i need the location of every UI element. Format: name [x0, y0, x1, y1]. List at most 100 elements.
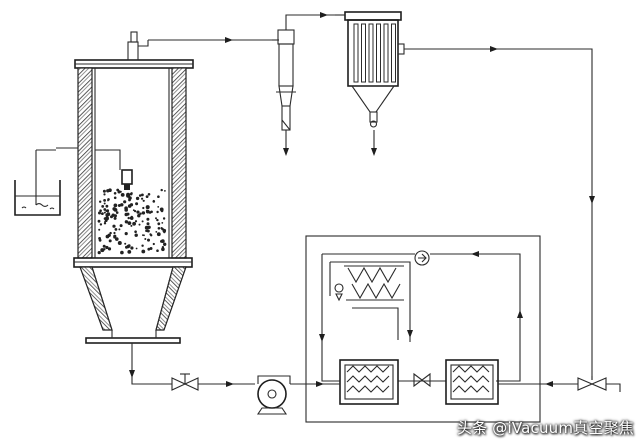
powder-particle — [159, 207, 164, 212]
powder-particle — [113, 234, 117, 238]
powder-particle — [141, 211, 146, 215]
powder-particle — [155, 217, 157, 220]
powder-particle — [157, 222, 161, 226]
powder-particle — [103, 217, 107, 220]
powder-particle — [119, 224, 123, 228]
powder-particle — [142, 206, 145, 210]
powder-particle — [156, 210, 159, 214]
powder-particle — [144, 238, 147, 240]
filter-bag — [353, 23, 359, 83]
powder-particle — [141, 193, 144, 197]
powder-particle — [120, 203, 124, 207]
powder-particle — [103, 211, 106, 214]
feed-tank — [14, 149, 61, 216]
powder-particle — [155, 231, 158, 233]
compressor — [414, 250, 430, 266]
powder-particle — [146, 217, 150, 221]
powder-particle — [157, 195, 160, 198]
powder-particle — [127, 221, 132, 226]
watermark: 头条 @iVacuum真空聚焦 — [456, 419, 634, 437]
filter-bag — [361, 23, 366, 83]
powder-particle — [98, 238, 102, 242]
powder-particle — [138, 194, 142, 197]
filter-bag — [383, 23, 389, 83]
powder-particle — [160, 188, 163, 192]
powder-particle — [160, 227, 163, 230]
powder-particle — [118, 228, 121, 231]
powder-particle — [134, 230, 137, 233]
powder-particle — [113, 203, 118, 208]
powder-particle — [115, 211, 119, 214]
powder-particle — [105, 234, 110, 239]
powder-particle — [130, 216, 134, 220]
powder-particle — [97, 251, 101, 255]
powder-particle — [141, 220, 144, 223]
powder-particle — [150, 210, 153, 214]
powder-particle — [119, 190, 122, 193]
powder-particle — [101, 205, 105, 208]
powder-particle — [120, 250, 124, 255]
powder-particle — [113, 208, 118, 212]
powder-particle — [101, 212, 104, 216]
powder-particle — [115, 237, 119, 241]
heat-exchanger-right — [445, 359, 499, 405]
powder-particle — [105, 245, 109, 250]
powder-particle — [99, 209, 102, 212]
powder-particle — [114, 228, 118, 231]
filter-bag — [368, 23, 374, 83]
powder-particle — [103, 222, 107, 225]
powder-particle — [127, 204, 132, 208]
powder-bed — [97, 188, 167, 255]
powder-particle — [147, 247, 151, 251]
powder-particle — [132, 209, 135, 212]
powder-particle — [136, 210, 140, 214]
powder-particle — [145, 195, 149, 199]
powder-particle — [104, 220, 106, 223]
filter-bag — [391, 23, 396, 83]
heat-pump-unit — [305, 235, 541, 423]
expansion-valve — [413, 372, 431, 388]
powder-particle — [149, 247, 153, 250]
powder-particle — [124, 242, 127, 245]
powder-particle — [113, 192, 117, 195]
powder-particle — [97, 219, 101, 223]
powder-particle — [126, 192, 131, 197]
powder-particle — [142, 199, 145, 202]
powder-particle — [128, 244, 131, 247]
duct-to-cyclone — [148, 37, 272, 43]
cyclone-separator — [272, 12, 335, 156]
powder-particle — [130, 246, 134, 250]
powder-particle — [134, 233, 138, 237]
powder-particle — [98, 228, 101, 231]
powder-particle — [120, 193, 125, 197]
powder-particle — [105, 204, 109, 208]
expansion-valve — [334, 283, 344, 302]
powder-particle — [161, 222, 164, 224]
powder-particle — [141, 249, 146, 254]
powder-particle — [114, 214, 117, 218]
powder-particle — [112, 224, 116, 228]
powder-particle — [146, 229, 150, 233]
powder-particle — [152, 200, 156, 203]
inlet-valve — [577, 376, 607, 391]
outlet-valve — [171, 373, 199, 391]
spray-drying-tower — [56, 31, 194, 344]
powder-particle — [164, 190, 166, 192]
powder-particle — [128, 198, 131, 202]
powder-particle — [98, 211, 101, 215]
powder-particle — [161, 247, 165, 252]
heat-exchanger-left — [339, 359, 399, 405]
heat-pump-coil — [344, 265, 404, 301]
powder-particle — [123, 200, 127, 204]
powder-particle — [124, 220, 129, 224]
powder-particle — [138, 223, 141, 226]
powder-particle — [145, 229, 148, 233]
powder-particle — [116, 188, 120, 192]
powder-particle — [152, 242, 155, 246]
powder-particle — [103, 208, 107, 211]
powder-particle — [112, 214, 115, 216]
powder-particle — [157, 206, 160, 208]
powder-particle — [163, 242, 167, 246]
powder-particle — [132, 221, 137, 226]
